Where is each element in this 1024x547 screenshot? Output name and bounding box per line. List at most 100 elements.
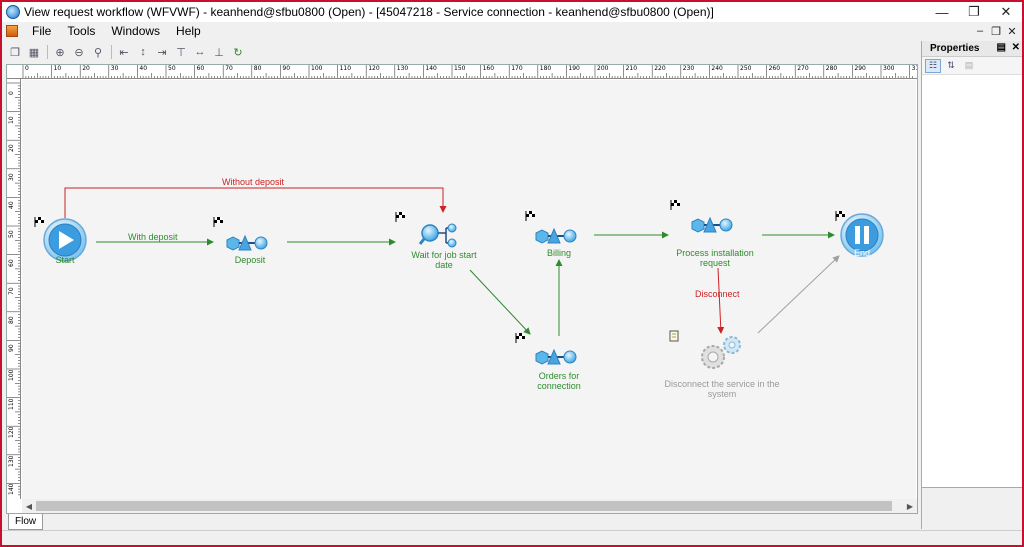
mdi-restore-icon[interactable]: ❐ xyxy=(991,25,1001,38)
ruler-tick-label: 140 xyxy=(8,483,15,496)
align-left-icon[interactable]: ⇤ xyxy=(119,46,129,59)
ruler-tick-label: 40 xyxy=(8,201,15,210)
ruler-tick-label: 60 xyxy=(196,65,205,72)
ruler-tick-label: 160 xyxy=(482,65,495,72)
end-label: End xyxy=(853,248,870,258)
pin-icon[interactable]: ▤ xyxy=(996,42,1006,53)
workflow-canvas[interactable]: Without deposit With deposit Disconnect … xyxy=(22,80,916,500)
ruler-tick-label: 70 xyxy=(8,287,15,296)
wait-node[interactable] xyxy=(418,223,457,248)
align-bottom-icon[interactable]: ⊥ xyxy=(214,46,224,59)
flag-icon xyxy=(835,211,845,221)
ruler-tick-label: 20 xyxy=(8,144,15,153)
process-installation-node[interactable] xyxy=(691,216,733,233)
ruler-tick-label: 190 xyxy=(568,65,580,72)
ruler-tick-label: 10 xyxy=(53,65,62,72)
ruler-tick-label: 30 xyxy=(110,65,119,72)
close-panel-icon[interactable]: ✕ xyxy=(1011,42,1020,53)
zoom-in-icon[interactable]: ⊕ xyxy=(55,46,65,59)
start-node[interactable] xyxy=(43,218,87,262)
ruler-tick-label: 280 xyxy=(825,65,838,72)
flag-icon xyxy=(213,217,223,227)
properties-description-area xyxy=(921,487,1022,529)
edge-label-with-deposit: With deposit xyxy=(128,232,178,242)
properties-header: Properties ▤ ✕ xyxy=(922,41,1022,57)
mdi-controls: – ❐ ✕ xyxy=(972,22,1020,40)
ruler-tick-label: 100 xyxy=(311,65,323,72)
disconnect-label: Disconnect the service in the system xyxy=(664,379,780,399)
flag-icon xyxy=(395,212,405,222)
ruler-tick-label: 120 xyxy=(368,65,380,72)
paste-icon[interactable]: ▦ xyxy=(28,46,40,59)
menu-help[interactable]: Help xyxy=(176,24,201,38)
sort-alpha-icon[interactable]: ⇅ xyxy=(947,60,955,70)
scroll-left-icon[interactable]: ◀ xyxy=(25,501,33,511)
ruler-tick-label: 220 xyxy=(654,65,666,72)
deposit-node[interactable] xyxy=(226,234,268,251)
edge-disconnect-end[interactable] xyxy=(757,255,840,334)
edge-process-disconnect[interactable] xyxy=(717,267,725,334)
restore-icon[interactable]: ❐ xyxy=(968,4,980,19)
zoom-fit-icon[interactable]: ⚲ xyxy=(93,46,103,59)
menu-file[interactable]: File xyxy=(32,24,52,38)
ruler-tick-label: 250 xyxy=(740,65,752,72)
ruler-tick-label: 210 xyxy=(625,65,638,72)
ruler-tick-label: 40 xyxy=(139,65,148,72)
align-top-icon[interactable]: ⊤ xyxy=(176,46,186,59)
ruler-tick-label: 150 xyxy=(454,65,466,72)
end-node[interactable] xyxy=(840,213,884,257)
toolbar: ❐ ▦ ⊕ ⊖ ⚲ ⇤ ↕ ⇥ ⊤ ↔ ⊥ ↻ xyxy=(2,41,920,63)
edge-label-without-deposit: Without deposit xyxy=(222,177,285,187)
copy-icon[interactable]: ❐ xyxy=(10,46,20,59)
mdi-minimize-icon[interactable]: – xyxy=(976,25,984,37)
start-label: Start xyxy=(55,255,75,265)
close-icon[interactable]: ✕ xyxy=(1000,4,1012,19)
title-bar: View request workflow (WFVWF) - keanhend… xyxy=(2,2,1022,22)
edge-start-wait[interactable] xyxy=(64,187,447,218)
menu-tools[interactable]: Tools xyxy=(67,24,96,38)
zoom-out-icon[interactable]: ⊖ xyxy=(74,46,84,59)
tab-flow[interactable]: Flow xyxy=(8,514,44,530)
menu-windows[interactable]: Windows xyxy=(111,24,161,38)
align-center-icon[interactable]: ↕ xyxy=(140,46,146,58)
align-right-icon[interactable]: ⇥ xyxy=(157,46,167,59)
mdi-close-icon[interactable]: ✕ xyxy=(1007,25,1017,38)
refresh-layout-icon[interactable]: ↻ xyxy=(233,46,243,59)
ruler-tick-label: 290 xyxy=(854,65,866,72)
ruler-tick-label: 20 xyxy=(82,65,90,72)
document-menu-icon[interactable] xyxy=(6,25,18,37)
flag-icon xyxy=(515,333,525,343)
disconnect-node[interactable] xyxy=(701,336,741,369)
ruler-tick-label: 80 xyxy=(253,65,262,72)
categorized-icon[interactable]: ☷ xyxy=(925,58,941,73)
ruler-tick-label: 300 xyxy=(883,65,895,72)
menu-bar: File Tools Windows Help – ❐ ✕ xyxy=(2,22,1022,40)
scrollbar-thumb[interactable] xyxy=(36,501,892,511)
minimize-icon[interactable]: — xyxy=(935,4,949,20)
ruler-tick-label: 130 xyxy=(396,65,409,72)
app-icon xyxy=(6,5,20,19)
ruler-tick-label: 110 xyxy=(339,65,352,72)
horizontal-scrollbar[interactable]: ◀ ▶ xyxy=(22,499,917,513)
billing-node[interactable] xyxy=(535,227,577,244)
scroll-right-icon[interactable]: ▶ xyxy=(906,501,914,511)
status-bar xyxy=(2,530,1022,545)
ruler-tick-label: 200 xyxy=(597,65,609,72)
ruler-tick-label: 240 xyxy=(711,65,723,72)
process-installation-label: Process installation request xyxy=(676,248,754,268)
orders-node[interactable] xyxy=(535,348,577,365)
workflow-diagram xyxy=(34,187,884,369)
note-icon[interactable] xyxy=(669,330,679,342)
edge-label-disconnect: Disconnect xyxy=(695,289,740,299)
ruler-tick-label: 130 xyxy=(8,455,15,467)
window-controls: — ❐ ✕ xyxy=(926,2,1022,22)
property-pages-icon[interactable]: ▤ xyxy=(964,60,974,70)
ruler-tick-label: 270 xyxy=(797,65,809,72)
ruler-tick-label: 120 xyxy=(8,426,15,439)
center-horizontal-icon[interactable]: ↔ xyxy=(194,46,206,58)
tab-bar: Flow xyxy=(6,514,918,530)
ruler-tick-label: 110 xyxy=(8,398,15,410)
edge-wait-orders[interactable] xyxy=(469,269,531,335)
toolbar-separator xyxy=(47,45,48,59)
